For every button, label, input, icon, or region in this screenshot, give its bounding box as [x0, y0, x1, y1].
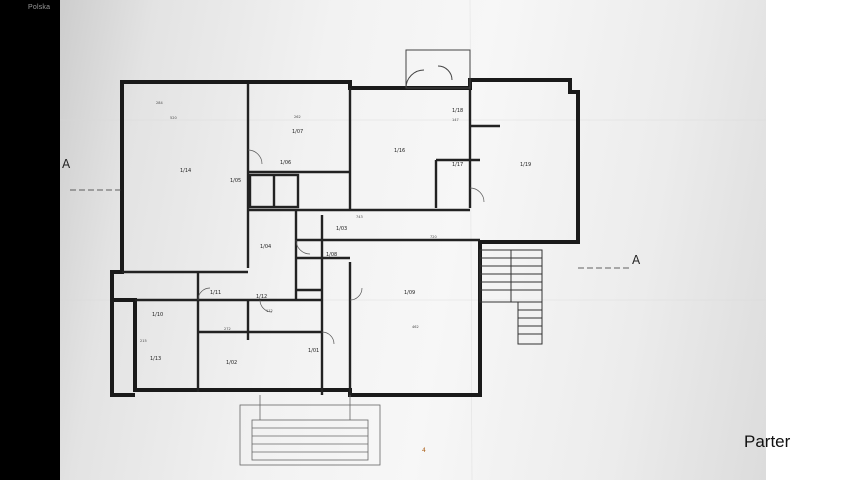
svg-text:272: 272: [224, 327, 231, 331]
room-label: 1/19: [520, 162, 531, 168]
left-black-band: [0, 0, 60, 480]
porch-top: [405, 49, 471, 89]
dimension-labels: 284 520 262 743 720 462 272 112 147 215: [140, 101, 459, 343]
svg-text:262: 262: [294, 115, 301, 119]
floor-plan-drawing: A A 1/14 1/07 1/16 1/18 1/19 1/17 1/06 1…: [60, 0, 766, 480]
inner-walls: [122, 84, 500, 395]
svg-text:520: 520: [170, 116, 177, 120]
room-label: 1/11: [210, 290, 221, 296]
room-label: 1/04: [260, 244, 271, 250]
room-labels: 1/14 1/07 1/16 1/18 1/19 1/17 1/06 1/05 …: [150, 108, 531, 366]
entrance-stairs: [239, 395, 381, 466]
outer-walls: [110, 78, 580, 397]
room-label: 1/09: [404, 290, 415, 296]
room-label: 1/06: [280, 160, 291, 166]
watermark-text: Polska: [28, 4, 51, 11]
floor-caption: Parter: [744, 432, 791, 451]
svg-text:284: 284: [156, 101, 163, 105]
stairwell-right: [479, 249, 543, 345]
room-label: 1/13: [150, 356, 161, 362]
section-line: A A: [62, 157, 641, 269]
door-swings: [197, 149, 485, 345]
svg-text:112: 112: [266, 309, 273, 313]
svg-text:215: 215: [140, 339, 147, 343]
room-label: 1/05: [230, 178, 241, 184]
page-number: 4: [422, 447, 426, 454]
svg-text:720: 720: [430, 235, 437, 239]
svg-text:147: 147: [452, 118, 459, 122]
room-label: 1/02: [226, 360, 237, 366]
room-label: 1/12: [256, 294, 267, 300]
room-label: 1/17: [452, 162, 463, 168]
section-mark-left: A: [62, 157, 71, 171]
svg-text:462: 462: [412, 325, 419, 329]
room-label: 1/01: [308, 348, 319, 354]
room-label: 1/03: [336, 226, 347, 232]
room-label: 1/18: [452, 108, 463, 114]
room-label: 1/08: [326, 252, 337, 258]
section-mark-right: A: [632, 253, 641, 267]
room-label: 1/16: [394, 148, 405, 154]
room-label: 1/07: [292, 129, 303, 135]
svg-text:743: 743: [356, 215, 363, 219]
room-label: 1/14: [180, 168, 191, 174]
room-label: 1/10: [152, 312, 163, 318]
floor-plan-sheet: A A 1/14 1/07 1/16 1/18 1/19 1/17 1/06 1…: [60, 0, 766, 480]
